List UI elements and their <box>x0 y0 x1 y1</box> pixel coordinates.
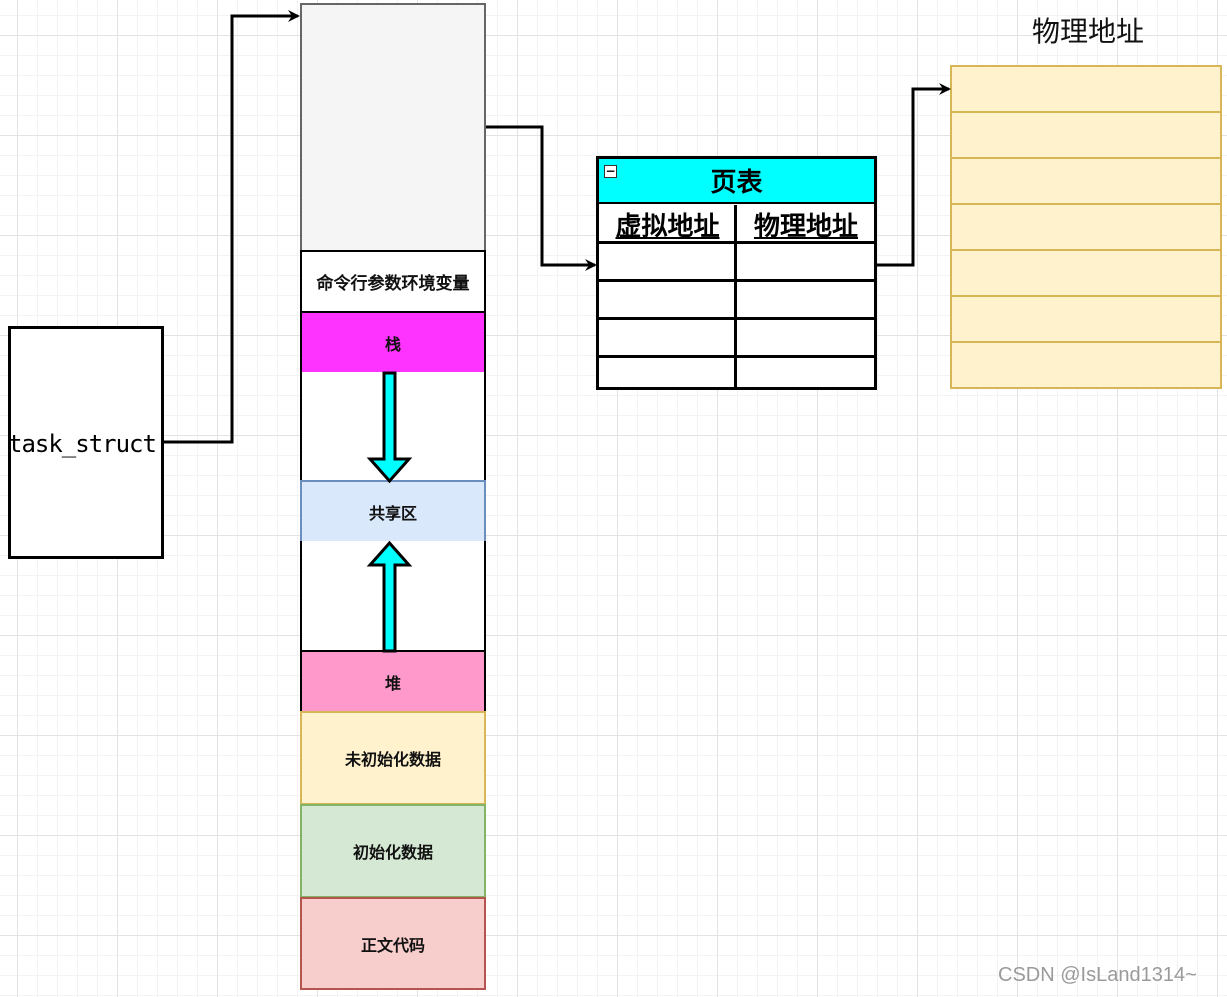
page-table-row-divider <box>599 317 875 320</box>
heap-growth-arrow <box>366 540 413 653</box>
segment-cmdline-env[interactable]: 命令行参数环境变量 <box>300 250 486 313</box>
physical-memory-block[interactable] <box>950 203 1222 251</box>
watermark: CSDN @IsLand1314~ <box>998 964 1197 986</box>
task-struct-label: task_struct <box>8 430 157 458</box>
collapse-icon[interactable]: − <box>604 164 617 178</box>
task-struct-box[interactable] <box>8 326 164 559</box>
physical-memory-title: 物理地址 <box>1032 15 1145 48</box>
page-table-row-divider <box>599 355 875 358</box>
page-table-header-virtual: 虚拟地址 <box>615 211 720 242</box>
page-table-row-divider <box>599 241 875 244</box>
page-table-row-divider <box>599 279 875 282</box>
connector-address-space-to-page-table <box>486 125 597 271</box>
physical-memory-block[interactable] <box>950 295 1222 343</box>
segment-shared[interactable]: 共享区 <box>300 480 486 543</box>
physical-memory-block[interactable] <box>950 65 1222 113</box>
stack-growth-arrow <box>366 371 413 484</box>
segment-data[interactable]: 初始化数据 <box>300 804 486 898</box>
connector-task-to-address-space <box>164 10 300 444</box>
connector-page-table-to-physical <box>877 83 951 267</box>
segment-text[interactable]: 正文代码 <box>300 897 486 990</box>
physical-memory-block[interactable] <box>950 249 1222 297</box>
page-table-column-divider <box>734 205 737 388</box>
page-table-title: 页表 <box>599 159 874 204</box>
physical-memory-block[interactable] <box>950 111 1222 159</box>
physical-memory-block[interactable] <box>950 341 1222 389</box>
page-table-header-physical: 物理地址 <box>753 211 858 242</box>
